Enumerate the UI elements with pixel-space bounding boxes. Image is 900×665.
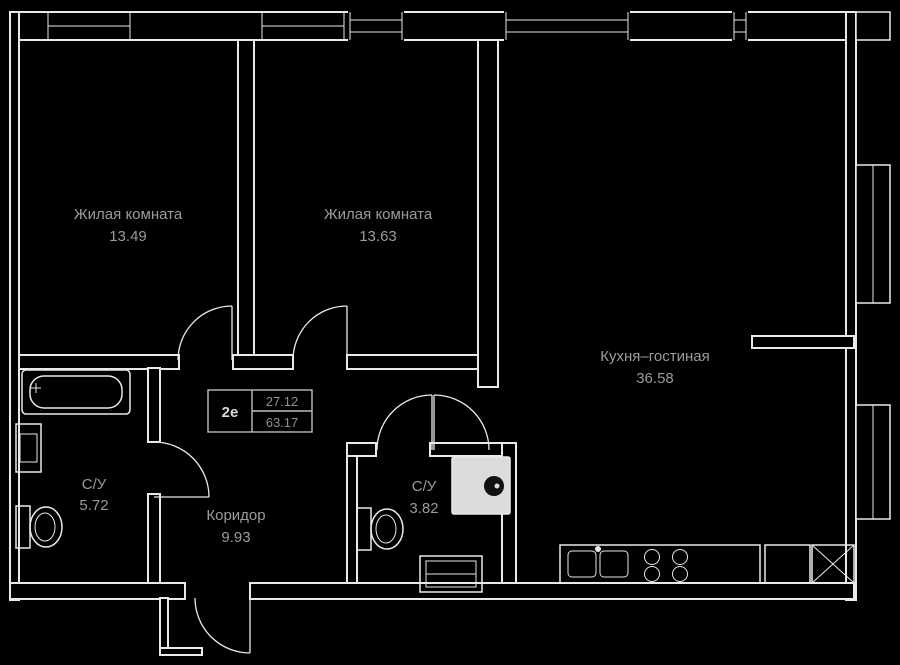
room-name: С/У — [82, 476, 107, 493]
doors — [153, 305, 490, 654]
door-living-2 — [292, 305, 348, 361]
windows — [47, 10, 891, 520]
door-bathroom-2 — [376, 394, 433, 451]
kitchen-cabinet-icon — [764, 544, 811, 584]
washing-machine-icon — [419, 555, 483, 593]
bathtub-icon — [21, 369, 131, 415]
room-name: Жилая комната — [74, 206, 183, 223]
walls — [9, 11, 857, 656]
room-label-bathroom-1: С/У 5.72 — [79, 476, 108, 514]
shower-icon — [451, 456, 511, 515]
room-name: Кухня–гостиная — [600, 348, 709, 365]
toilet-1-icon — [15, 505, 63, 549]
room-label-corridor: Коридор 9.93 — [206, 507, 265, 546]
bathroom-sink-icon — [15, 423, 42, 473]
toilet-2-icon — [356, 507, 404, 551]
room-label-living-1: Жилая комната 13.49 — [74, 206, 183, 245]
room-area: 13.63 — [359, 228, 397, 245]
room-name: Коридор — [206, 507, 265, 524]
door-kitchen — [433, 394, 490, 451]
room-area: 5.72 — [79, 497, 108, 514]
room-name: Жилая комната — [324, 206, 433, 223]
unit-area-living: 27.12 — [266, 394, 299, 409]
fixtures — [15, 369, 855, 593]
room-label-living-2: Жилая комната 13.63 — [324, 206, 433, 245]
duct-shaft-icon — [811, 544, 855, 584]
kitchen-sink-icon — [567, 546, 629, 578]
room-area: 36.58 — [636, 370, 674, 387]
room-area: 9.93 — [221, 529, 250, 546]
unit-badge: 2е 27.12 63.17 — [207, 389, 313, 433]
unit-area-total: 63.17 — [266, 415, 299, 430]
room-area: 13.49 — [109, 228, 147, 245]
room-label-kitchen: Кухня–гостиная 36.58 — [600, 348, 709, 387]
kitchen-counter — [559, 544, 761, 584]
room-label-bathroom-2: С/У 3.82 — [409, 478, 438, 517]
room-name: С/У — [412, 478, 437, 495]
door-living-1 — [177, 305, 233, 361]
unit-type-label: 2е — [222, 404, 239, 421]
stove-icon — [644, 549, 688, 582]
room-area: 3.82 — [409, 500, 438, 517]
door-bathroom-1 — [153, 441, 210, 498]
door-entry — [194, 597, 251, 654]
